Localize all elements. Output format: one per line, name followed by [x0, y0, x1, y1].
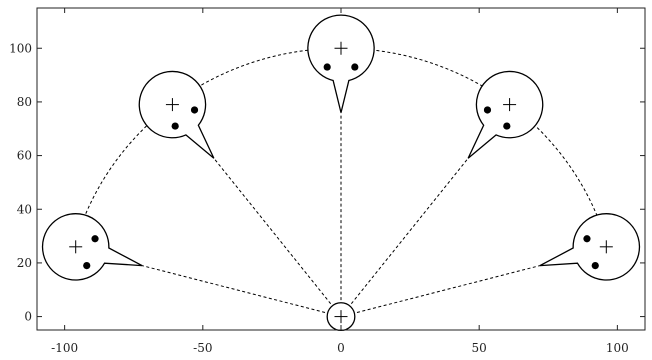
head-right-high-ray [340, 157, 469, 317]
x-tick-label: 50 [472, 341, 487, 355]
center-cross [69, 240, 83, 254]
eye-dot [591, 262, 599, 270]
eye-dot [91, 235, 99, 243]
center-cross [599, 240, 613, 254]
origin-cross [334, 310, 348, 324]
x-tick-label: -100 [51, 341, 78, 355]
head-left-low [41, 213, 143, 281]
x-tick-label: -50 [193, 341, 212, 355]
eye-dot [171, 122, 179, 130]
head-left-low-ray [141, 265, 342, 318]
head-top [307, 14, 375, 113]
head-left-high [138, 70, 215, 159]
eye-dot [351, 63, 359, 71]
eye-dot [190, 106, 199, 114]
head-outline [138, 70, 215, 159]
y-tick-label: 60 [17, 149, 32, 163]
y-tick-label: 40 [17, 202, 32, 216]
y-tick-label: 80 [17, 95, 32, 109]
head-outline [41, 213, 143, 281]
eye-dot [583, 235, 591, 243]
head-outline [539, 213, 641, 281]
axes: -100 -50 0 50 100 0 20 40 60 80 100 [9, 7, 646, 355]
heads [41, 14, 641, 332]
head-outline [467, 70, 544, 159]
center-cross [165, 98, 179, 112]
eye-dot [323, 63, 331, 71]
x-tick-label: 100 [606, 341, 629, 355]
eye-dot [83, 262, 91, 270]
head-right-high [467, 70, 544, 159]
y-tick-label: 20 [17, 256, 32, 270]
center-cross [334, 41, 348, 55]
eye-dot [483, 106, 492, 114]
head-right-low [539, 213, 641, 281]
x-tick-label: 0 [337, 341, 345, 355]
head-left-high-ray [213, 157, 342, 317]
eye-dot [503, 122, 511, 130]
center-cross [503, 98, 517, 112]
head-outline [307, 14, 375, 113]
y-tick-label: 0 [24, 310, 32, 324]
y-tick-label: 100 [9, 41, 32, 55]
head-right-low-ray [340, 265, 541, 318]
